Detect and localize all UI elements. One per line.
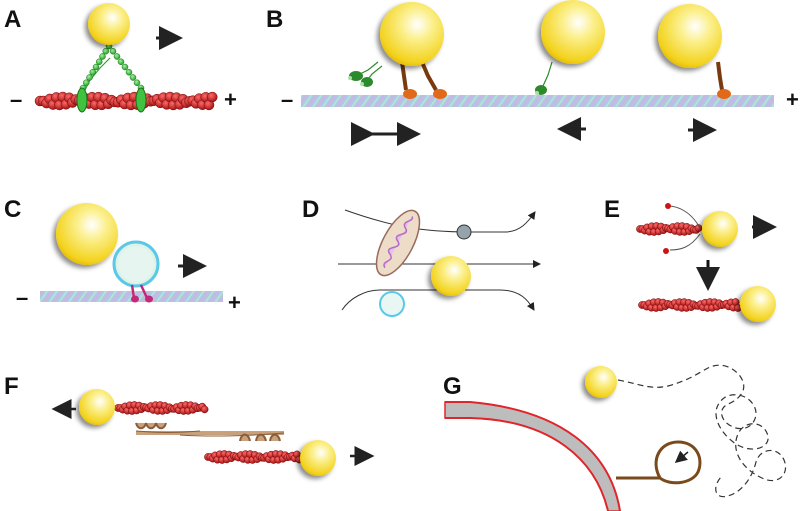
actin-subunit: [207, 91, 218, 103]
panel-c: C – +: [4, 196, 241, 315]
mitochondrion: [375, 209, 421, 277]
kinesin-motor: [716, 61, 731, 99]
myosin-lever-bead: [133, 79, 141, 86]
plus-end-label: +: [228, 290, 241, 315]
panel-g: G: [443, 364, 787, 511]
myosin-lever-bead: [96, 58, 103, 65]
cargo-bead: [658, 4, 722, 68]
vesicle: [379, 291, 405, 317]
microtubule: [40, 291, 223, 302]
myosin-lever-bead: [109, 48, 117, 55]
panel-label-g: G: [443, 373, 462, 400]
myosin-motor: [76, 42, 147, 113]
panel-a: A – +: [4, 3, 237, 113]
small-vesicle: [456, 224, 472, 240]
myosin-lever-bead: [117, 58, 125, 65]
actin-filament: [204, 450, 304, 464]
panel-label-c: C: [4, 196, 21, 223]
panel-d: D: [302, 196, 541, 317]
microtubule: [301, 95, 774, 107]
cargo-bead: [585, 366, 617, 398]
panel-e: E: [604, 196, 777, 322]
panel-label-a: A: [4, 6, 21, 33]
minus-end-label: –: [16, 285, 28, 310]
plus-end-label: +: [224, 87, 237, 112]
panel-f: F: [4, 373, 375, 476]
dynein-motor: [535, 61, 553, 95]
myosin-lever-bead: [102, 48, 109, 55]
myosin-lever-bead: [125, 69, 133, 76]
myosin-ii-filament: [135, 422, 285, 442]
minus-end-label: –: [10, 87, 22, 112]
plus-end-label: +: [786, 87, 799, 112]
actin-filament: [636, 222, 703, 236]
panel-label-d: D: [302, 196, 319, 223]
panel-label-b: B: [266, 6, 283, 33]
panel-label-f: F: [4, 373, 19, 400]
minus-end-label: –: [281, 87, 293, 112]
myosin-lever-bead: [129, 74, 137, 81]
myosin-lever-bead: [99, 53, 106, 60]
flow-line: [341, 289, 535, 311]
cargo-bead: [56, 203, 118, 265]
tether-loop: [654, 440, 702, 485]
flow-line: [344, 209, 536, 233]
myosin-lever-bead: [113, 53, 121, 60]
myosin-lever-bead: [92, 63, 100, 71]
cargo-bead: [431, 256, 471, 296]
cargo-bead: [300, 440, 336, 476]
myosin-lever-bead: [83, 79, 90, 86]
cargo-bead: [380, 2, 444, 66]
cargo-bead: [79, 389, 115, 425]
cargo-bead: [740, 286, 776, 322]
dynein-motor: [348, 61, 383, 87]
actin-monomer: [665, 203, 671, 209]
actin-filament: [114, 401, 209, 415]
cargo-bead: [88, 3, 130, 45]
cargo-bead: [702, 211, 738, 247]
kinesin-motor: [130, 284, 153, 303]
myosin-lever-bead: [86, 74, 93, 81]
arrow-icon: [674, 450, 689, 463]
myosin-lever-bead: [121, 63, 129, 71]
vesicle: [112, 240, 160, 288]
kinesin-motor: [400, 61, 447, 99]
actin-filament: [638, 298, 742, 312]
panel-b: B – +: [266, 0, 799, 146]
actin-monomer: [663, 248, 669, 254]
panel-label-e: E: [604, 196, 620, 223]
cargo-bead: [541, 0, 605, 64]
diffusion-path: [617, 364, 787, 498]
myosin-lever-bead: [89, 69, 96, 76]
actin-filament: [34, 91, 218, 111]
actin-subunit: [200, 405, 209, 414]
